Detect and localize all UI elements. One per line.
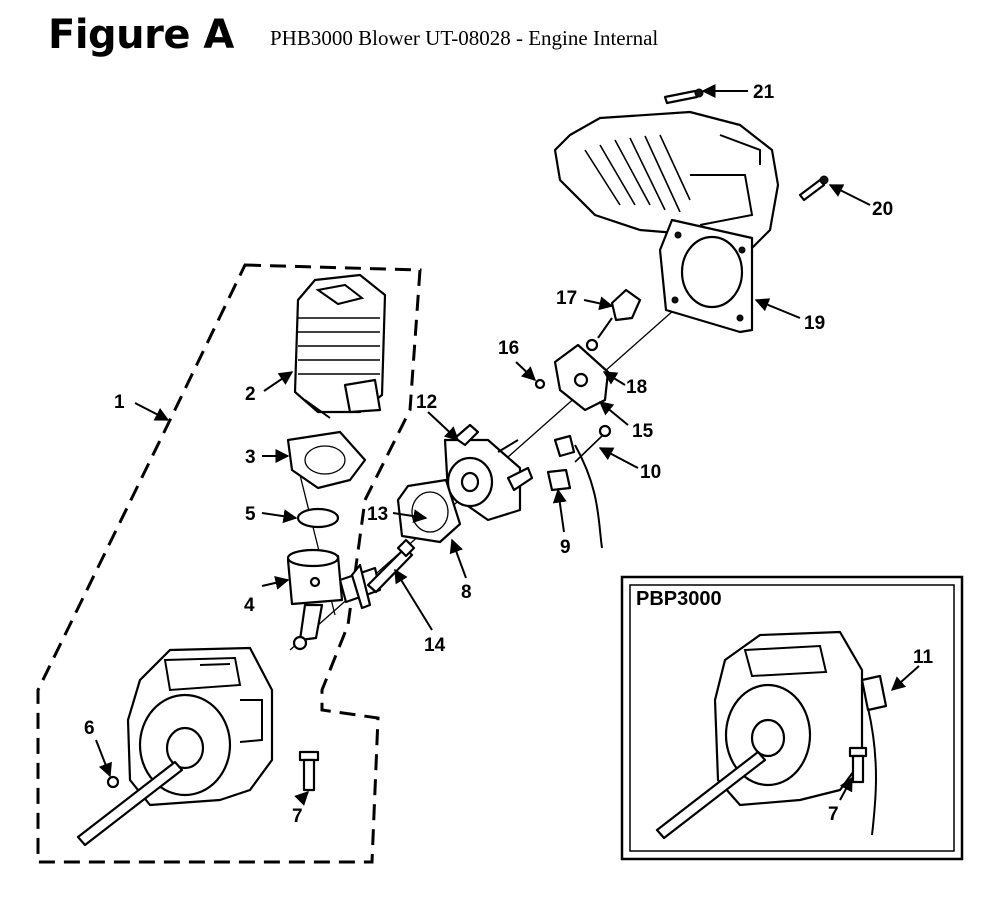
leader-6 bbox=[95, 739, 112, 778]
callout-8: 8 bbox=[461, 582, 472, 603]
callout-20: 20 bbox=[872, 199, 893, 220]
callout-19: 19 bbox=[804, 313, 825, 334]
inset-screw-7 bbox=[848, 746, 868, 784]
callout-10: 10 bbox=[640, 462, 661, 483]
callout-17: 17 bbox=[556, 288, 577, 309]
callout-9: 9 bbox=[560, 537, 571, 558]
leader-1 bbox=[134, 402, 170, 421]
washer-6 bbox=[106, 775, 120, 789]
callout-13: 13 bbox=[367, 504, 388, 525]
leader-17 bbox=[583, 296, 614, 311]
piston-4 bbox=[286, 548, 344, 651]
crankcase-cover-12 bbox=[443, 423, 534, 522]
leader-12 bbox=[427, 411, 460, 441]
assembly-1-boundary bbox=[36, 263, 422, 864]
leader-19 bbox=[754, 298, 801, 319]
callout-16: 16 bbox=[498, 338, 519, 359]
leader-15 bbox=[598, 401, 629, 426]
crankcase-1 bbox=[76, 646, 274, 847]
callout-18: 18 bbox=[626, 377, 647, 398]
leader-16 bbox=[515, 361, 537, 381]
callout-3: 3 bbox=[245, 447, 256, 468]
pbp3000-inset: PBP3000 11 7 bbox=[620, 575, 964, 861]
inset-crankcase bbox=[655, 630, 864, 840]
cylinder-2 bbox=[293, 273, 387, 419]
callout-12: 12 bbox=[416, 392, 437, 413]
leader-13 bbox=[392, 509, 428, 524]
callout-2: 2 bbox=[245, 384, 256, 405]
cylinder-gasket-3 bbox=[286, 430, 367, 490]
figure-title: PHB3000 Blower UT-08028 - Engine Interna… bbox=[270, 26, 659, 50]
leader-9 bbox=[552, 488, 567, 533]
leader-20 bbox=[828, 184, 871, 206]
callout-5: 5 bbox=[245, 504, 256, 525]
inset-frame-inner bbox=[629, 584, 955, 852]
fan-housing bbox=[553, 110, 780, 257]
leader-7 bbox=[294, 791, 309, 806]
inset-module-11 bbox=[860, 674, 888, 836]
back-plate-19 bbox=[658, 218, 754, 334]
callout-7: 7 bbox=[292, 806, 303, 827]
callout-15: 15 bbox=[632, 421, 654, 442]
inset-title: PBP3000 bbox=[636, 588, 722, 610]
leader-8 bbox=[449, 538, 467, 579]
leader-10 bbox=[598, 447, 639, 469]
leader-14 bbox=[394, 568, 433, 631]
ignition-coil-18 bbox=[553, 338, 610, 412]
callout-1: 1 bbox=[114, 392, 125, 413]
figure-label: Figure A bbox=[48, 12, 234, 58]
leader-4 bbox=[261, 576, 290, 590]
callout-14: 14 bbox=[424, 635, 446, 656]
sensor-9 bbox=[546, 434, 603, 549]
callout-4: 4 bbox=[244, 595, 255, 616]
leader-2 bbox=[263, 371, 294, 392]
gasket-8 bbox=[396, 478, 462, 544]
spark-plug-boot-17 bbox=[597, 288, 642, 339]
screw-7 bbox=[298, 750, 320, 792]
screw-10 bbox=[574, 424, 612, 463]
callout-21: 21 bbox=[753, 82, 775, 103]
callout-6: 6 bbox=[84, 718, 95, 739]
inset-callout-7: 7 bbox=[828, 804, 839, 825]
inset-leader-7 bbox=[839, 776, 853, 801]
inset-callout-11: 11 bbox=[913, 647, 934, 668]
screw-21 bbox=[663, 88, 704, 105]
screw-20 bbox=[798, 175, 829, 202]
nut-16 bbox=[534, 378, 546, 390]
inset-leader-11 bbox=[890, 665, 920, 691]
crankshaft-14 bbox=[338, 538, 416, 610]
leader-18 bbox=[602, 371, 626, 386]
leader-5 bbox=[261, 509, 298, 524]
piston-ring-5 bbox=[296, 507, 340, 529]
